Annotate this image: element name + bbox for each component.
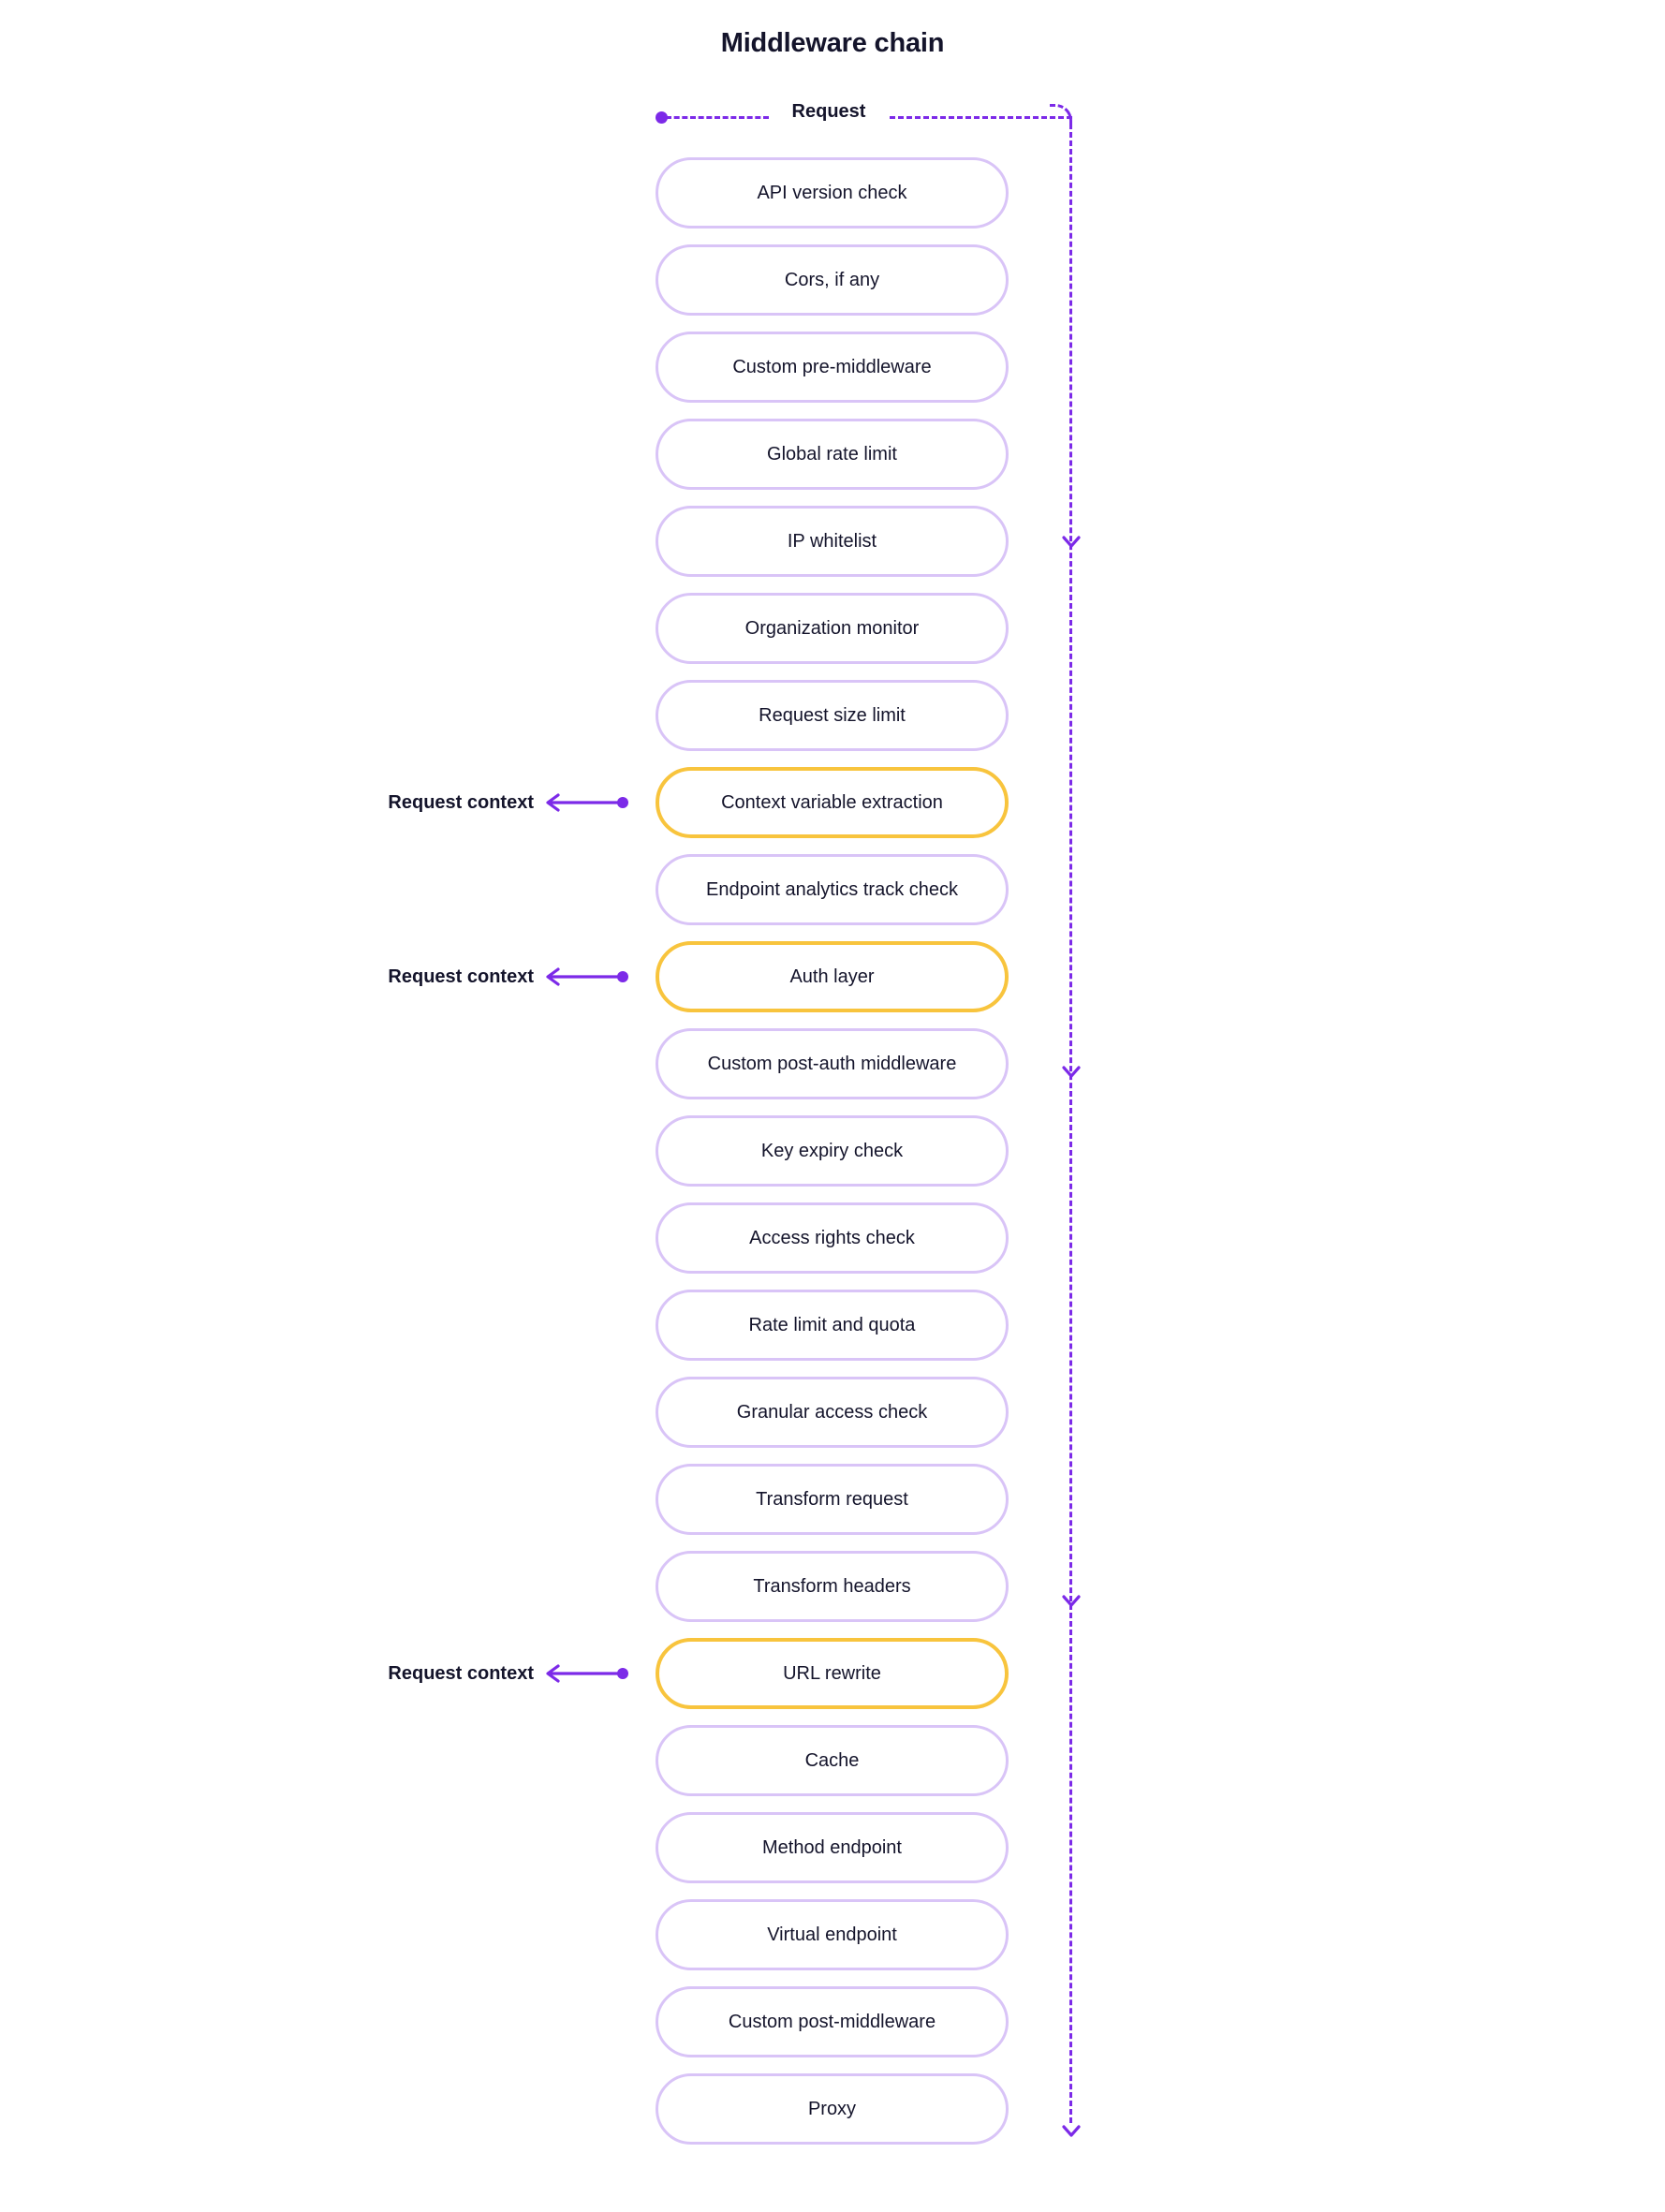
middleware-step-label: Request size limit — [759, 704, 906, 726]
middleware-step-label: Proxy — [807, 2098, 857, 2119]
middleware-step[interactable]: Method endpoint — [656, 1812, 1009, 1883]
middleware-step-label: Cache — [804, 1749, 860, 1771]
middleware-step[interactable]: Organization monitor — [656, 593, 1009, 664]
middleware-step[interactable]: Access rights check — [656, 1202, 1009, 1274]
middleware-step-label: Virtual endpoint — [767, 1924, 897, 1945]
page-title: Middleware chain — [720, 28, 945, 58]
middleware-step-label: Custom pre-middleware — [732, 356, 932, 377]
chevron-down-icon — [1059, 1059, 1083, 1084]
flow-line-corner — [1050, 104, 1072, 128]
request-context-label: Request context — [388, 792, 534, 813]
middleware-step-label: Organization monitor — [744, 617, 920, 639]
middleware-step-label: Custom post-auth middleware — [707, 1053, 957, 1074]
flow-line-vertical — [1069, 124, 1072, 2123]
middleware-step[interactable]: Custom post-middleware — [656, 1986, 1009, 2057]
middleware-step-label: IP whitelist — [787, 530, 877, 552]
middleware-step-label: Endpoint analytics track check — [705, 878, 959, 900]
middleware-step[interactable]: Proxy — [656, 2073, 1009, 2145]
middleware-step[interactable]: Custom post-auth middleware — [656, 1028, 1009, 1099]
request-entry-row: Request — [656, 101, 1072, 133]
middleware-step-label: Cors, if any — [784, 269, 880, 290]
middleware-step-label: Auth layer — [789, 966, 875, 987]
request-dash-right — [890, 116, 1072, 119]
middleware-step[interactable]: Virtual endpoint — [656, 1899, 1009, 1970]
middleware-step[interactable]: Key expiry check — [656, 1115, 1009, 1187]
middleware-step-highlighted[interactable]: URL rewrite — [656, 1638, 1009, 1709]
middleware-step-highlighted[interactable]: Context variable extraction — [656, 767, 1009, 838]
middleware-step-highlighted[interactable]: Auth layer — [656, 941, 1009, 1012]
middleware-step-label: Global rate limit — [767, 443, 897, 465]
request-context-annotation: Request context — [356, 1660, 637, 1687]
middleware-step-label: Transform request — [756, 1488, 908, 1510]
middleware-step-label: Transform headers — [753, 1575, 911, 1597]
middleware-step-label: URL rewrite — [783, 1662, 881, 1684]
middleware-step[interactable]: Cache — [656, 1725, 1009, 1796]
request-dash-left — [666, 116, 769, 119]
middleware-step[interactable]: API version check — [656, 157, 1009, 229]
arrow-left-icon — [543, 789, 633, 816]
chevron-down-icon — [1059, 529, 1083, 553]
request-context-label: Request context — [388, 966, 534, 987]
middleware-step-label: Rate limit and quota — [748, 1314, 916, 1335]
arrow-left-icon — [543, 964, 633, 990]
middleware-step[interactable]: Cors, if any — [656, 244, 1009, 316]
chevron-down-icon — [1059, 2118, 1083, 2143]
middleware-step[interactable]: Endpoint analytics track check — [656, 854, 1009, 925]
middleware-step[interactable]: Transform request — [656, 1464, 1009, 1535]
middleware-step-label: Access rights check — [749, 1227, 915, 1248]
middleware-step[interactable]: Global rate limit — [656, 419, 1009, 490]
middleware-step-label: API version check — [757, 182, 907, 203]
middleware-step-label: Granular access check — [736, 1401, 928, 1423]
middleware-step[interactable]: Rate limit and quota — [656, 1290, 1009, 1361]
middleware-step[interactable]: Granular access check — [656, 1377, 1009, 1448]
middleware-step-label: Method endpoint — [761, 1836, 902, 1858]
middleware-step-label: Key expiry check — [760, 1140, 904, 1161]
middleware-step[interactable]: IP whitelist — [656, 506, 1009, 577]
middleware-step[interactable]: Transform headers — [656, 1551, 1009, 1622]
middleware-step-label: Custom post-middleware — [728, 2011, 936, 2032]
chevron-down-icon — [1059, 1588, 1083, 1613]
request-label: Request — [791, 101, 866, 122]
request-context-annotation: Request context — [356, 964, 637, 990]
middleware-step[interactable]: Custom pre-middleware — [656, 332, 1009, 403]
middleware-step-label: Context variable extraction — [721, 791, 943, 813]
start-dot-icon — [656, 111, 668, 124]
request-context-label: Request context — [388, 1663, 534, 1684]
arrow-left-icon — [543, 1660, 633, 1687]
request-context-annotation: Request context — [356, 789, 637, 816]
middleware-step[interactable]: Request size limit — [656, 680, 1009, 751]
